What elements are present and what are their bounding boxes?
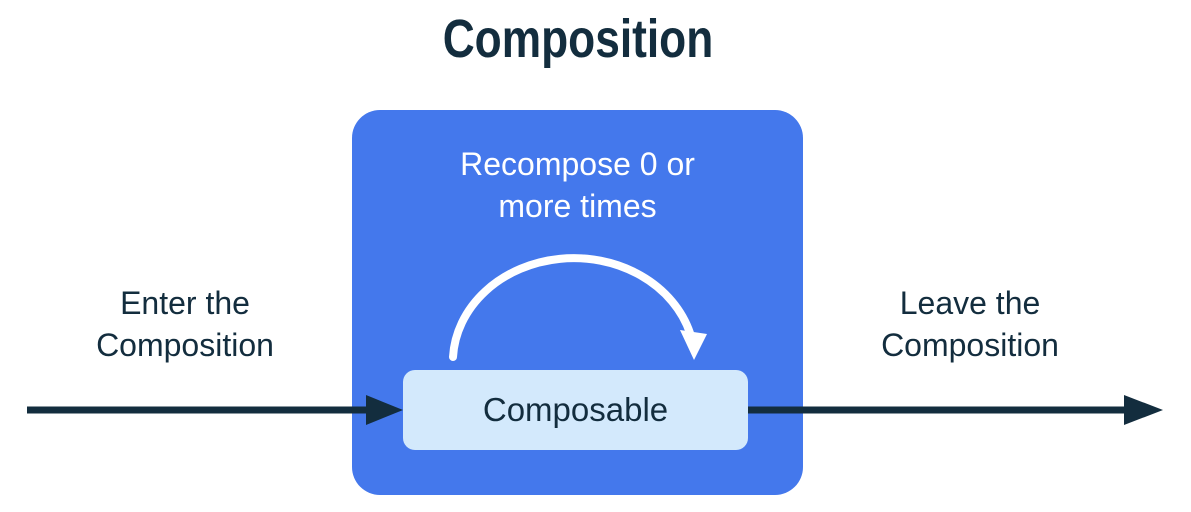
- leave-arrow-icon: [748, 395, 1163, 425]
- composition-box: Recompose 0 or more times Composable: [352, 110, 803, 495]
- leave-composition-label: Leave the Composition: [820, 282, 1120, 366]
- leave-label-line2: Composition: [881, 327, 1059, 363]
- recompose-label: Recompose 0 or more times: [352, 143, 803, 227]
- recompose-label-line1: Recompose 0 or: [460, 146, 695, 182]
- diagram-title: Composition: [352, 0, 803, 78]
- composable-label: Composable: [482, 391, 669, 428]
- enter-label-line1: Enter the: [120, 285, 250, 321]
- enter-label-line2: Composition: [96, 327, 274, 363]
- leave-label-line1: Leave the: [899, 285, 1041, 321]
- diagram-title-text: Composition: [442, 9, 713, 69]
- enter-arrow-icon: [27, 395, 403, 425]
- composable-box: Composable: [403, 370, 748, 450]
- enter-composition-label: Enter the Composition: [35, 282, 335, 366]
- recompose-label-line2: more times: [498, 188, 657, 224]
